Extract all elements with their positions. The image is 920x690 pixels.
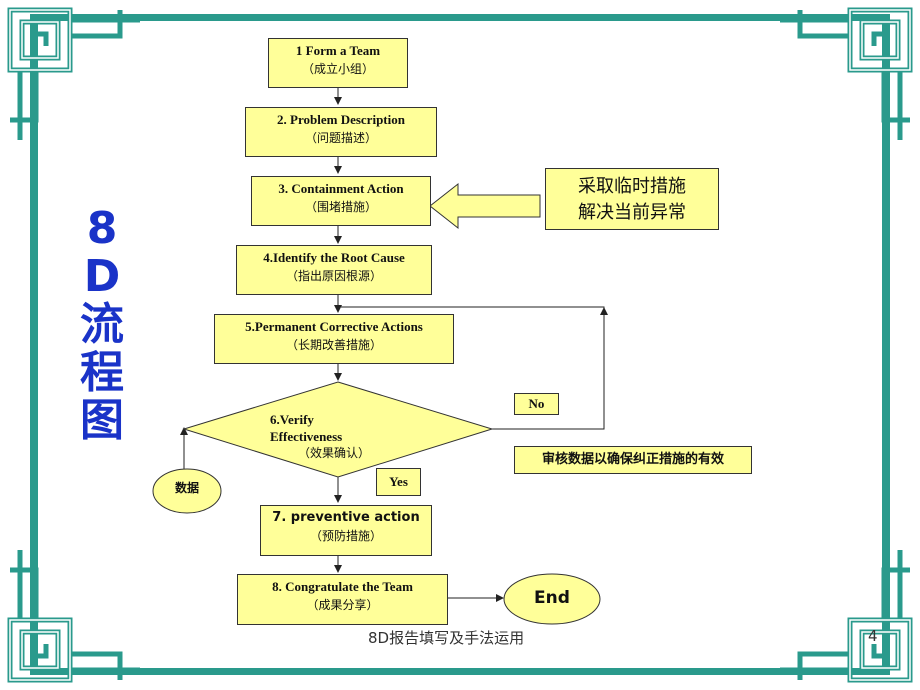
frame-bottom-border <box>30 668 890 675</box>
data-ellipse <box>152 468 222 514</box>
step-label: 7. preventive action <box>272 510 420 525</box>
title-char: 8 <box>86 203 118 254</box>
end-label: End <box>534 588 570 608</box>
step-sublabel: （围堵措施） <box>304 200 377 214</box>
vertical-title: 8 D 流 程 图 <box>70 205 134 445</box>
title-char: D <box>83 251 121 302</box>
step-form-team: 1 Form a Team （成立小组） <box>268 38 408 88</box>
step-sublabel: （指出原因根源） <box>285 269 382 283</box>
footer-text: 8D报告填写及手法运用 <box>368 629 525 647</box>
step-sublabel: （预防措施） <box>309 529 382 543</box>
step-permanent-corrective-actions: 5.Permanent Corrective Actions （长期改善措施） <box>214 314 454 364</box>
corner-ornament-bottom-left <box>0 540 150 690</box>
step-label: 8. Congratulate the Team <box>272 579 413 594</box>
data-label: 数据 <box>175 481 200 495</box>
no-label: No <box>514 393 559 415</box>
decision-label: 6.Verify Effectiveness （效果确认） <box>270 411 420 462</box>
step-label: 4.Identify the Root Cause <box>263 250 405 265</box>
step-congratulate-team: 8. Congratulate the Team （成果分享） <box>237 574 448 625</box>
review-note: 审核数据以确保纠正措施的有效 <box>514 446 752 474</box>
corner-ornament-bottom-right <box>770 540 920 690</box>
step-sublabel: （问题描述） <box>304 131 377 145</box>
decision-diamond <box>182 381 494 478</box>
title-char: 程 <box>80 347 124 398</box>
step-identify-root-cause: 4.Identify the Root Cause （指出原因根源） <box>236 245 432 295</box>
step-sublabel: （成立小组） <box>301 62 374 76</box>
step-label: 5.Permanent Corrective Actions <box>245 319 423 334</box>
containment-note-line2: 解决当前异常 <box>578 202 686 223</box>
containment-arrow <box>429 182 541 230</box>
end-ellipse <box>503 573 601 625</box>
step-sublabel: （长期改善措施） <box>285 338 382 352</box>
decision-line1: 6.Verify <box>270 412 314 427</box>
title-char: 图 <box>80 395 124 446</box>
frame-left-border <box>30 20 38 670</box>
step-label: 3. Containment Action <box>278 181 404 196</box>
step-containment-action: 3. Containment Action （围堵措施） <box>251 176 431 226</box>
step-label: 1 Form a Team <box>295 43 381 58</box>
corner-ornament-top-right <box>770 0 920 150</box>
step-sublabel: （成果分享） <box>306 598 379 612</box>
decision-sublabel: （效果确认） <box>298 446 371 460</box>
containment-note-line1: 采取临时措施 <box>578 176 686 197</box>
containment-note: 采取临时措施 解决当前异常 <box>545 168 719 230</box>
step-label: 2. Problem Description <box>277 112 405 127</box>
yes-label: Yes <box>376 468 421 496</box>
step-preventive-action: 7. preventive action （预防措施） <box>260 505 432 556</box>
frame-top-border <box>30 14 890 21</box>
frame-right-border <box>882 20 890 670</box>
decision-line2: Effectiveness <box>270 429 343 444</box>
title-char: 流 <box>80 299 124 350</box>
step-problem-description: 2. Problem Description （问题描述） <box>245 107 437 157</box>
corner-ornament-top-left <box>0 0 150 150</box>
page-number: 4 <box>868 627 878 645</box>
